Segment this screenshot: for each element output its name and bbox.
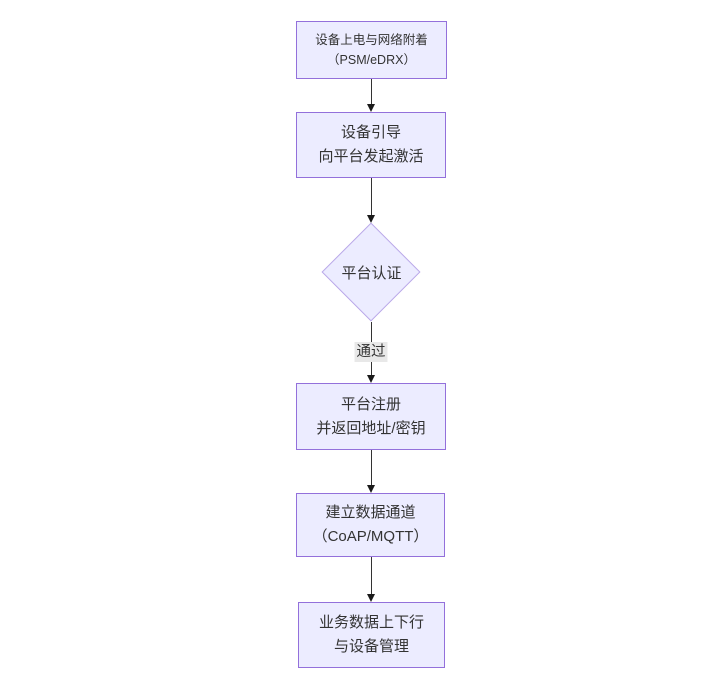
node-service-line1: 业务数据上下行 xyxy=(318,614,424,631)
edge-label-pass: 通过 xyxy=(354,342,388,362)
arrow-down-icon xyxy=(367,485,375,493)
node-bootstrap-line2: 向平台发起激活 xyxy=(318,148,424,165)
node-register: 平台注册 并返回地址/密钥 xyxy=(296,383,446,450)
node-channel-line1: 建立数据通道 xyxy=(325,504,416,521)
node-register-line1: 平台注册 xyxy=(340,395,401,413)
arrow-down-icon xyxy=(367,594,375,602)
node-auth-label: 平台认证 xyxy=(341,265,402,282)
node-auth-decision: 平台认证 xyxy=(321,222,422,323)
node-service: 业务数据上下行 与设备管理 xyxy=(298,602,445,668)
arrow-register-to-channel-line xyxy=(371,450,372,485)
node-bootstrap-line1: 设备引导 xyxy=(340,124,401,141)
arrow-down-icon xyxy=(367,215,375,223)
node-channel: 建立数据通道 （CoAP/MQTT） xyxy=(296,493,445,557)
node-power-attach-line1: 设备上电与网络附着 xyxy=(315,33,428,47)
node-service-line2: 与设备管理 xyxy=(333,638,409,655)
node-channel-line2: （CoAP/MQTT） xyxy=(312,528,429,545)
arrow-down-icon xyxy=(367,375,375,383)
arrow-down-icon xyxy=(367,104,375,112)
node-power-attach: 设备上电与网络附着 （PSM/eDRX） xyxy=(296,21,447,79)
node-bootstrap: 设备引导 向平台发起激活 xyxy=(296,112,446,178)
node-power-attach-line2: （PSM/eDRX） xyxy=(327,53,416,67)
arrow-power-to-bootstrap-line xyxy=(371,79,372,105)
node-register-line2: 并返回地址/密钥 xyxy=(316,419,426,437)
arrow-channel-to-service-line xyxy=(371,557,372,594)
arrow-bootstrap-to-auth-line xyxy=(371,178,372,215)
